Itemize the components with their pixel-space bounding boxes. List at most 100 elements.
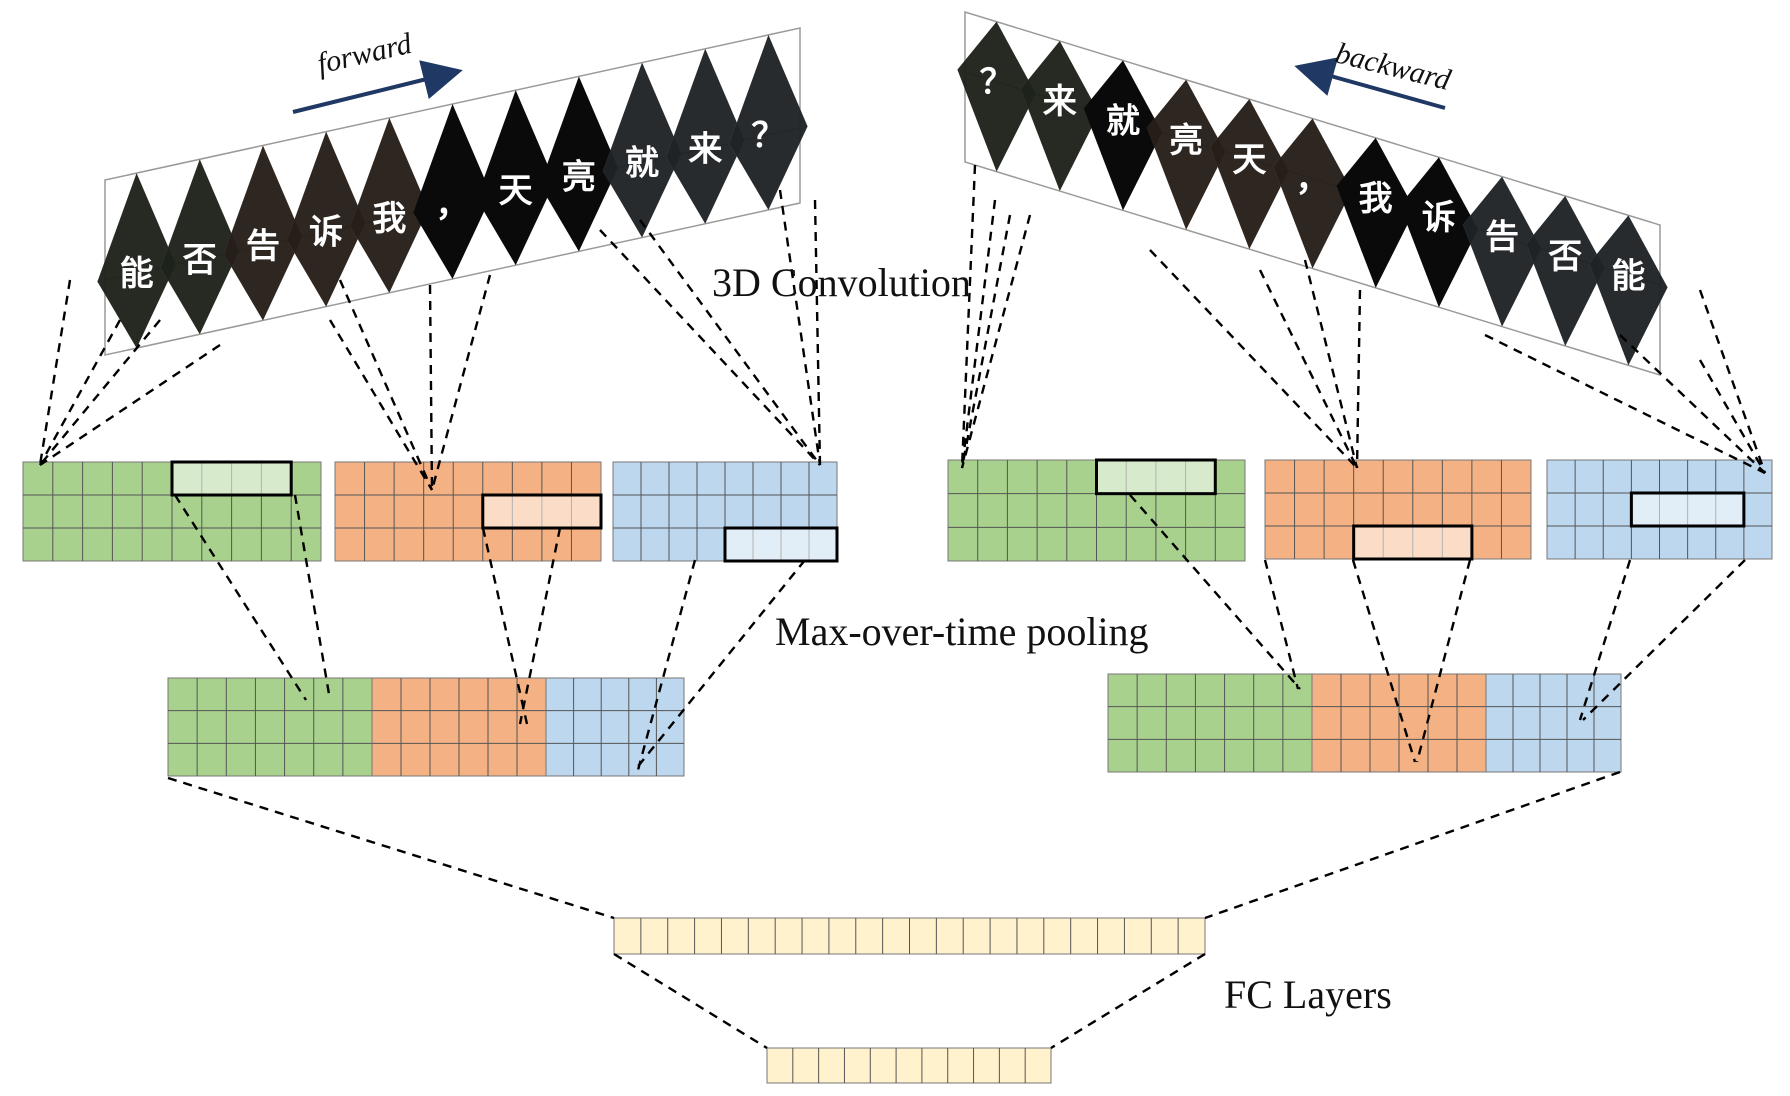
- backward-pool-orange: [1311, 673, 1487, 773]
- dashed-connector: [1303, 259, 1359, 469]
- backward-token-card: [1273, 118, 1352, 269]
- dashed-connector: [636, 559, 697, 771]
- dashed-connector: [167, 776, 615, 920]
- backward-token-card: [1210, 99, 1289, 250]
- fc-layers-label: FC Layers: [1224, 972, 1392, 1017]
- dashed-connector: [1698, 289, 1767, 474]
- dashed-connector: [1263, 559, 1300, 690]
- dashed-connector: [613, 952, 768, 1050]
- forward-pool-green: [167, 677, 373, 777]
- forward-map-blue-window: [723, 526, 839, 563]
- backward-pool-green: [1107, 673, 1313, 773]
- forward-token-glyph: 就: [625, 144, 659, 184]
- backward-token-glyph: 告: [1485, 218, 1519, 258]
- forward-map-blue-window-fill: [725, 528, 837, 561]
- fc-layer-2: [766, 1047, 1052, 1084]
- backward-map-blue-window-fill: [1631, 493, 1744, 526]
- forward-pool-green-bg: [167, 677, 373, 777]
- dashed-connector: [778, 189, 822, 466]
- backward-map-blue-window: [1629, 491, 1746, 528]
- backward-token-glyph: 就: [1106, 101, 1140, 141]
- forward-pool-blue-bg: [545, 677, 685, 777]
- convolution-label: 3D Convolution: [712, 260, 971, 305]
- dashed-connector: [1355, 289, 1362, 469]
- dashed-connector: [518, 527, 562, 725]
- forward-map-orange-window-fill: [482, 495, 601, 528]
- dashed-connector: [173, 494, 308, 701]
- dashed-connector: [1258, 269, 1359, 469]
- backward-map-green-window-fill: [1096, 460, 1216, 494]
- dashed-connector: [1578, 559, 1632, 721]
- backward-token-card: [1462, 176, 1542, 327]
- forward-token-card: [286, 131, 366, 307]
- dashed-connector: [1351, 559, 1417, 763]
- dashed-connector: [1582, 559, 1746, 721]
- forward-token-card: [413, 104, 492, 279]
- forward-token-card: [97, 173, 176, 349]
- forward-token-glyph: 否: [183, 240, 217, 280]
- dashed-connector: [960, 199, 997, 469]
- dashed-connector: [1619, 334, 1766, 474]
- dashed-connector: [39, 319, 161, 466]
- backward-map-orange: [1264, 459, 1532, 561]
- forward-map-green-window-fill: [172, 462, 292, 495]
- forward-token-glyph: 告: [246, 226, 280, 266]
- forward-token-glyph: ，: [436, 185, 470, 225]
- backward-token-glyph: 诉: [1422, 198, 1456, 238]
- dashed-connector: [428, 284, 434, 491]
- backward-token-glyph: 能: [1611, 256, 1645, 296]
- forward-token-glyph: 能: [120, 254, 154, 294]
- forward-token-card: [160, 159, 239, 335]
- forward-arrow: [292, 60, 463, 114]
- backward-token-card: [1589, 215, 1668, 366]
- backward-token-glyph: 我: [1359, 179, 1393, 219]
- forward-map-orange-window: [481, 493, 603, 530]
- backward-token-glyph: ？: [980, 63, 1014, 103]
- dashed-connector: [634, 559, 806, 771]
- forward-token-card: [729, 34, 808, 210]
- forward-pool-blue: [545, 677, 685, 777]
- backward-token-card: [1020, 41, 1099, 192]
- forward-token-card: [223, 145, 303, 321]
- backward-map-green: [947, 458, 1246, 562]
- dashed-connector: [599, 229, 821, 466]
- backward-map-orange-window-fill: [1353, 526, 1472, 559]
- backward-prism-group: ？来就亮天，我诉告否能: [957, 10, 1668, 377]
- dashed-connector: [338, 279, 434, 491]
- forward-token-glyph: 来: [688, 130, 722, 170]
- dashed-connector: [1050, 952, 1206, 1050]
- dashed-connector: [813, 199, 822, 466]
- backward-token-card: [1083, 60, 1163, 211]
- backward-token-card: [1399, 157, 1479, 308]
- forward-map-green: [22, 460, 322, 562]
- forward-token-card: [350, 117, 429, 293]
- forward-token-glyph: 天: [499, 171, 533, 211]
- forward-token-glyph: ？: [751, 116, 785, 156]
- dashed-connector: [430, 274, 492, 491]
- forward-token-glyph: 诉: [309, 213, 343, 253]
- forward-token-glyph: 亮: [562, 157, 596, 197]
- backward-token-glyph: 天: [1232, 140, 1266, 180]
- backward-pool-blue-bg: [1485, 673, 1622, 773]
- backward-map-blue: [1546, 459, 1773, 560]
- forward-token-glyph: 我: [372, 199, 406, 239]
- backward-token-glyph: 亮: [1169, 121, 1203, 161]
- dashed-connector: [38, 319, 122, 466]
- backward-token-card: [1526, 195, 1605, 346]
- pooling-label: Max-over-time pooling: [775, 609, 1149, 654]
- forward-token-card: [602, 62, 682, 238]
- fc-layer-1: [613, 917, 1206, 955]
- dashed-connector: [639, 219, 821, 466]
- dashed-connector: [1129, 494, 1301, 690]
- fc-layer-2-bg: [766, 1047, 1052, 1084]
- forward-prism-group: 能否告诉我 ， 天亮就来 ？: [97, 27, 808, 356]
- dashed-connector: [960, 214, 1012, 469]
- dashed-connector: [960, 164, 977, 469]
- dashed-connector: [1204, 770, 1621, 920]
- dashed-connector: [960, 214, 1032, 469]
- backward-token-glyph: 来: [1043, 82, 1077, 122]
- dashed-connector: [39, 344, 221, 466]
- backward-token-glyph: ，: [1296, 160, 1330, 200]
